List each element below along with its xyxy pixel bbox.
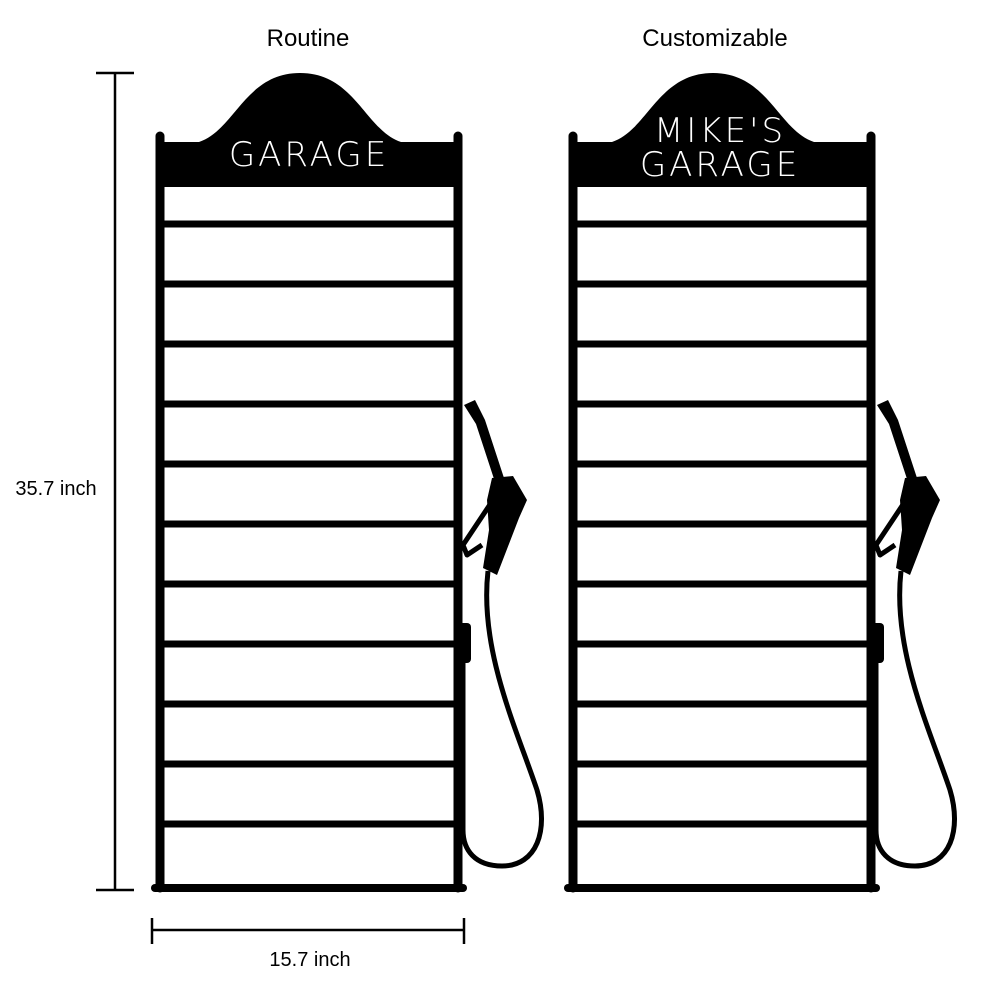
hose: [873, 570, 957, 869]
height-dimension: 35.7 inch: [15, 71, 134, 892]
hose: [460, 570, 544, 869]
width-dimension: 15.7 inch: [150, 918, 466, 971]
sign-header: [570, 73, 874, 187]
sign-header: [157, 73, 461, 187]
right-caption: Customizable: [642, 25, 787, 52]
height-label: 35.7 inch: [15, 478, 96, 500]
fuel-nozzle-icon: [871, 400, 957, 869]
rack-routine: GARAGE: [151, 73, 544, 893]
nozzle-spout: [877, 400, 917, 482]
nozzle-body: [483, 476, 527, 575]
width-label: 15.7 inch: [269, 949, 350, 971]
nozzle-trigger-guard: [460, 498, 496, 558]
nozzle-spout: [464, 400, 504, 482]
hose-mount: [871, 623, 884, 663]
rack-frame: [564, 131, 880, 893]
nozzle-trigger-guard: [873, 498, 909, 558]
left-caption: Routine: [267, 25, 350, 52]
fuel-nozzle-icon: [458, 400, 544, 869]
sign-text-line1: GARAGE: [229, 135, 389, 175]
sign-text-line1: MIKE'S: [654, 111, 786, 151]
hose-mount: [458, 623, 471, 663]
sign-text-line2: GARAGE: [640, 145, 800, 185]
rack-frame: [151, 131, 467, 893]
rack-customizable: MIKE'S GARAGE: [564, 73, 957, 893]
nozzle-body: [896, 476, 940, 575]
